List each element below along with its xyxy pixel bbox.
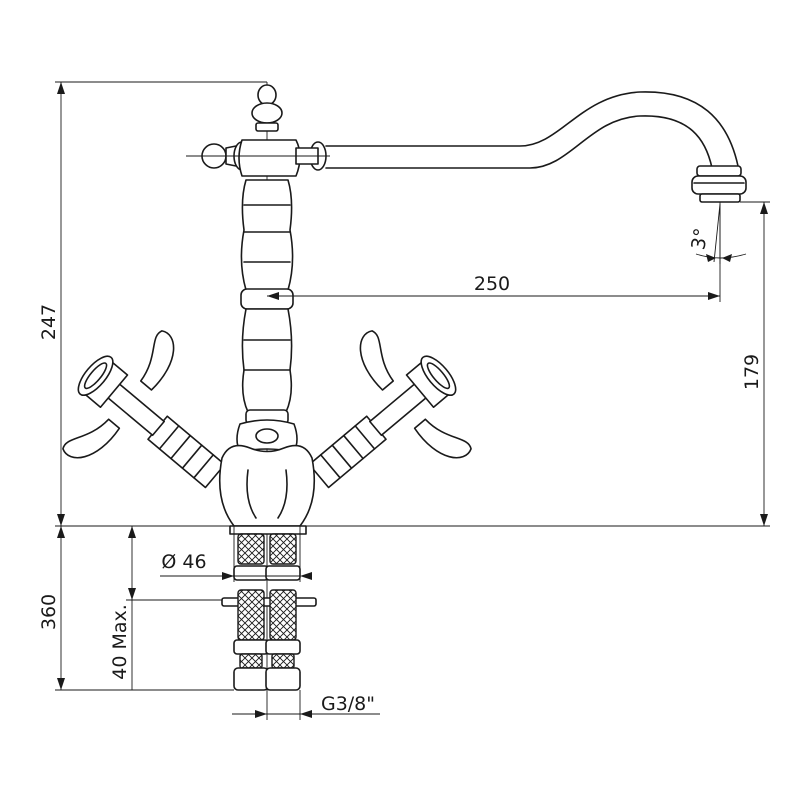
supply-hoses <box>221 525 317 691</box>
central-column <box>236 179 298 453</box>
dim-spout-reach: 250 <box>267 202 721 302</box>
left-valve-handle <box>62 330 226 489</box>
dim-below-deck: 360 <box>38 526 234 691</box>
faucet-body <box>62 82 747 691</box>
dim-deck-thickness: 40 Max. <box>109 526 222 690</box>
below-deck-label: 360 <box>38 594 60 630</box>
thread-size-label: G3/8" <box>321 693 375 715</box>
base-diameter-label: Ø 46 <box>161 551 206 573</box>
spout-height-label: 179 <box>741 354 763 390</box>
dim-base-diameter: Ø 46 <box>160 526 312 582</box>
dim-overall-height: 247 <box>38 81 267 526</box>
spout <box>325 91 747 203</box>
spout-reach-label: 250 <box>474 273 510 295</box>
dim-spout-height: 179 <box>740 201 770 526</box>
dim-thread-size: G3/8" <box>232 690 380 720</box>
lever-cap <box>186 139 330 177</box>
valve-base <box>218 444 316 527</box>
deck-thickness-label: 40 Max. <box>109 604 131 680</box>
spout-angle-label: 3° <box>687 226 712 251</box>
top-finial <box>251 84 283 132</box>
dimension-lines: 247 179 250 3° <box>38 81 770 720</box>
overall-height-label: 247 <box>38 304 60 340</box>
dim-spout-angle: 3° <box>687 203 747 264</box>
right-valve-handle <box>308 330 472 489</box>
